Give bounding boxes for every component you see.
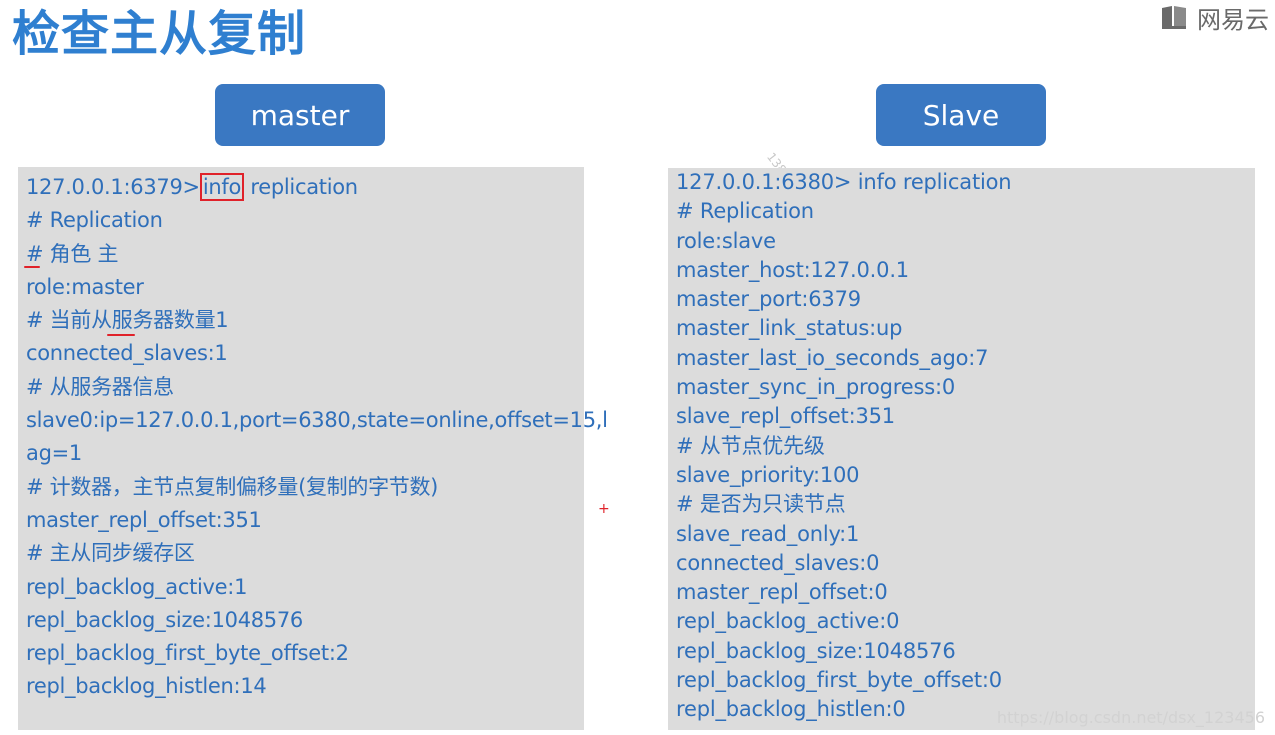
output-line: master_repl_offset:351 (26, 507, 262, 532)
output-line: # Replication (26, 208, 163, 233)
output-line: repl_backlog_first_byte_offset:2 (26, 641, 349, 666)
output-line: role:master (26, 274, 144, 299)
output-line: master_port:6379 (676, 287, 861, 312)
brand-logo: 网易云 (1159, 2, 1269, 34)
output-line: slave_priority:100 (676, 462, 860, 487)
output-line: connected_slaves:1 (26, 341, 228, 366)
output-line: slave_repl_offset:351 (676, 404, 895, 429)
highlighted-command: info (199, 173, 244, 201)
slave-label-button: Slave (876, 84, 1046, 146)
output-line: repl_backlog_histlen:14 (26, 674, 267, 699)
output-line: repl_backlog_histlen:0 (676, 697, 906, 722)
output-line: # 当前从服务器数量1 (26, 308, 229, 333)
output-line: # Replication (676, 199, 814, 224)
output-line: repl_backlog_first_byte_offset:0 (676, 668, 1002, 693)
output-line: slave0:ip=127.0.0.1,port=6380,state=onli… (26, 408, 608, 433)
output-line: repl_backlog_active:0 (676, 609, 900, 634)
master-terminal-output: 127.0.0.1:6379>info replication # Replic… (18, 167, 608, 730)
output-line: ag=1 (26, 441, 82, 466)
output-line: # 从服务器信息 (26, 374, 174, 399)
output-line: master_link_status:up (676, 316, 903, 341)
master-label-button: master (215, 84, 385, 146)
brand-name: 网易云 (1197, 5, 1269, 34)
command-args: replication (244, 175, 358, 199)
output-line: slave_read_only:1 (676, 521, 860, 546)
output-line: repl_backlog_size:1048576 (26, 607, 303, 632)
output-line: # 计数器，主节点复制偏移量(复制的字节数) (26, 474, 439, 499)
output-line: repl_backlog_size:1048576 (676, 638, 956, 663)
output-line: role:slave (676, 228, 776, 253)
output-line: repl_backlog_active:1 (26, 574, 248, 599)
output-line: master_sync_in_progress:0 (676, 375, 956, 400)
output-line: # 角色 主 (26, 241, 119, 266)
output-line: master_last_io_seconds_ago:7 (676, 345, 989, 370)
command-prompt: 127.0.0.1:6379> (26, 175, 200, 199)
command-line: 127.0.0.1:6380> info replication (676, 170, 1012, 194)
output-line: # 主从同步缓存区 (26, 541, 195, 566)
watermark-url: https://blog.csdn.net/dsx_123456 (996, 708, 1265, 727)
output-line: connected_slaves:0 (676, 550, 880, 575)
slave-terminal-output: 127.0.0.1:6380> info replication # Repli… (668, 168, 1255, 730)
output-line: # 从节点优先级 (676, 433, 825, 458)
page-title: 检查主从复制 (12, 6, 307, 62)
cursor-crosshair-icon: + (598, 501, 610, 517)
output-line: master_host:127.0.0.1 (676, 257, 909, 282)
command-line: 127.0.0.1:6379>info replication (26, 171, 576, 204)
output-line: master_repl_offset:0 (676, 580, 888, 605)
annotation-underline (107, 334, 135, 336)
annotation-underline (24, 266, 40, 268)
output-line: # 是否为只读节点 (676, 492, 846, 517)
cloud-book-icon (1162, 6, 1186, 29)
